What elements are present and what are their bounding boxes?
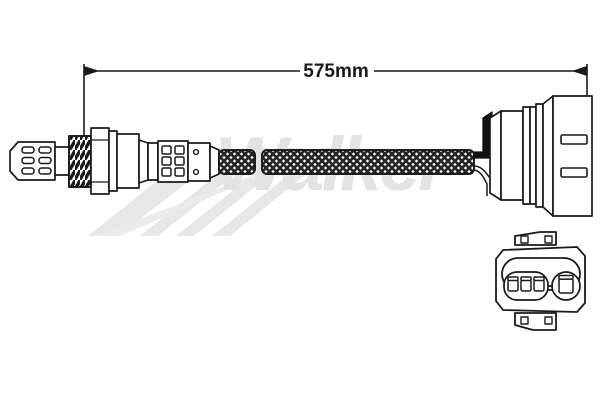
- braided-cable-segment-1: [218, 149, 256, 175]
- sensor-housing: [108, 130, 159, 192]
- dimension-arrow-left: [84, 66, 97, 76]
- clamp-rivet-upper: [192, 148, 200, 156]
- hex-nut: [90, 127, 110, 195]
- shield-slots: [21, 146, 52, 175]
- dimension-label: 575mm: [303, 61, 369, 82]
- threaded-body: [68, 135, 92, 188]
- sensor-assembly: [9, 95, 593, 217]
- ribbed-sleeve: [157, 140, 220, 183]
- face-terminals-small: [507, 276, 545, 292]
- sleeve-ribs: [161, 145, 185, 177]
- connector-body: [489, 95, 593, 217]
- connector-face-detail: [495, 231, 586, 331]
- clamp-rivet-lower: [192, 168, 200, 176]
- face-terminal-large: [558, 274, 574, 294]
- dimension-arrow-right: [574, 66, 587, 76]
- braided-cable-segment-2: [261, 149, 475, 175]
- connector-latch-slots: [560, 134, 588, 178]
- sensor-tip-shield: [9, 141, 70, 181]
